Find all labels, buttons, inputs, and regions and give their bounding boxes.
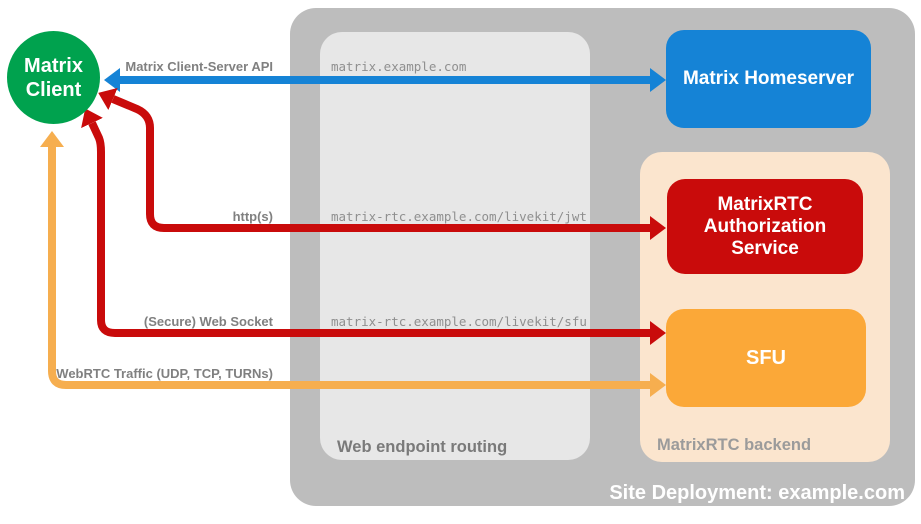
- route-livekit-sfu: matrix-rtc.example.com/livekit/sfu: [331, 314, 587, 329]
- sfu-label: SFU: [746, 346, 786, 369]
- node-matrixrtc-authorization-service: MatrixRTC Authorization Service: [667, 179, 863, 274]
- edge-webrtc-traffic-label: WebRTC Traffic (UDP, TCP, TURNs): [56, 366, 273, 381]
- edge-client-server-api-label: Matrix Client-Server API: [125, 59, 273, 74]
- route-livekit-jwt: matrix-rtc.example.com/livekit/jwt: [331, 209, 587, 224]
- site-deployment-label: Site Deployment: example.com: [609, 482, 905, 504]
- edge-websocket-sfu-label: (Secure) Web Socket: [143, 314, 273, 329]
- route-matrix-example-com: matrix.example.com: [331, 59, 467, 74]
- matrix-homeserver-label: Matrix Homeserver: [682, 68, 855, 89]
- matrix-client-label: Matrix Client: [24, 54, 83, 101]
- node-sfu: SFU: [666, 309, 866, 407]
- matrixrtc-backend-label: MatrixRTC backend: [657, 436, 812, 454]
- group-web-endpoint-routing: Web endpoint routing: [320, 32, 590, 460]
- matrixrtc-authorization-service-label: MatrixRTC Authorization Service: [703, 193, 827, 259]
- node-matrix-homeserver: Matrix Homeserver: [666, 30, 871, 128]
- edge-http-jwt-label: http(s): [232, 209, 273, 224]
- node-matrix-client: Matrix Client: [7, 31, 100, 124]
- web-endpoint-routing-label: Web endpoint routing: [337, 438, 508, 456]
